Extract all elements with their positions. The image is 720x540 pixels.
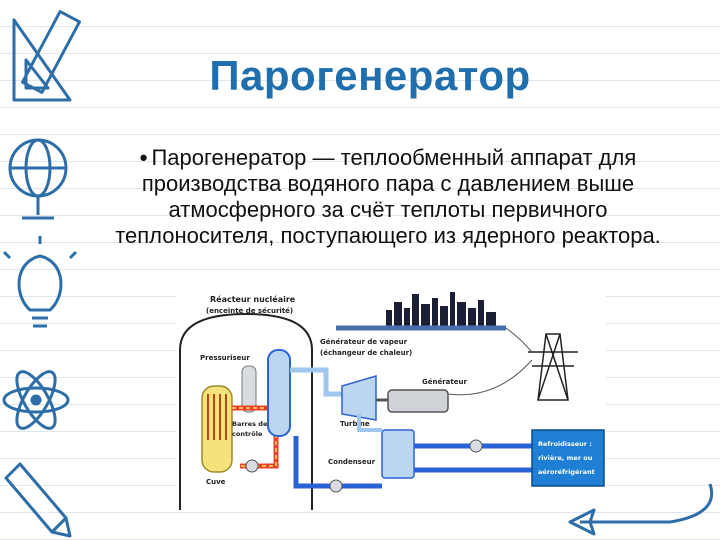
bullet-text: •Парогенератор — теплообменный аппарат д… [88, 145, 688, 249]
atom-icon [2, 370, 70, 430]
condenser-label: Condenseur [328, 458, 376, 466]
reactor-vessel [201, 385, 233, 473]
reactor-label: Réacteur nucléaire [210, 294, 296, 304]
bullet-dot: • [139, 145, 148, 170]
feedwater-loop [293, 436, 382, 489]
bullet-content: Парогенератор — теплообменный аппарат дл… [115, 145, 661, 248]
power-pylon [528, 333, 578, 401]
turbine-label: Turbine [340, 420, 370, 428]
steam-generator-sublabel: (échangeur de chaleur) [320, 349, 412, 357]
steam-generator-label: Générateur de vapeur [320, 338, 408, 346]
city-skyline [386, 292, 496, 328]
core-label: Cuve [206, 478, 226, 486]
generator [387, 389, 449, 413]
cooler-label-1: Refroidisseur : [538, 440, 592, 448]
condenser [381, 429, 415, 479]
primary-pump [245, 459, 259, 473]
reactor-sublabel: (enceinte de sécurité) [206, 307, 293, 315]
cooling-pump [469, 439, 483, 453]
cooler-label-2: rivière, mer ou [538, 454, 593, 462]
left-decorations [2, 10, 81, 538]
generator-label: Générateur [422, 378, 467, 386]
turbine [341, 374, 377, 421]
slide-title: Парогенератор [209, 52, 531, 99]
globe-icon [8, 138, 68, 220]
cooler [531, 429, 605, 487]
ruler-triangle-icon [12, 10, 81, 102]
steam-line [290, 367, 342, 397]
fuel-rods [207, 394, 227, 440]
cooler-label-3: aéroréfrigérant [538, 468, 595, 476]
pressurizer-label: Pressuriseur [200, 354, 250, 362]
curved-arrow-icon [568, 483, 713, 536]
control-rods-label-2: contrôle [232, 430, 263, 438]
feedwater-pump [329, 479, 343, 493]
containment-building [179, 312, 313, 510]
light-bulb-icon [2, 236, 78, 328]
pressurizer [241, 365, 257, 413]
control-rods-label: Barres de [232, 420, 268, 428]
steam-generator [267, 349, 291, 437]
pencil-icon [4, 462, 72, 538]
reactor-diagram: Réacteur nucléaire (enceinte de sécurité… [176, 290, 606, 510]
